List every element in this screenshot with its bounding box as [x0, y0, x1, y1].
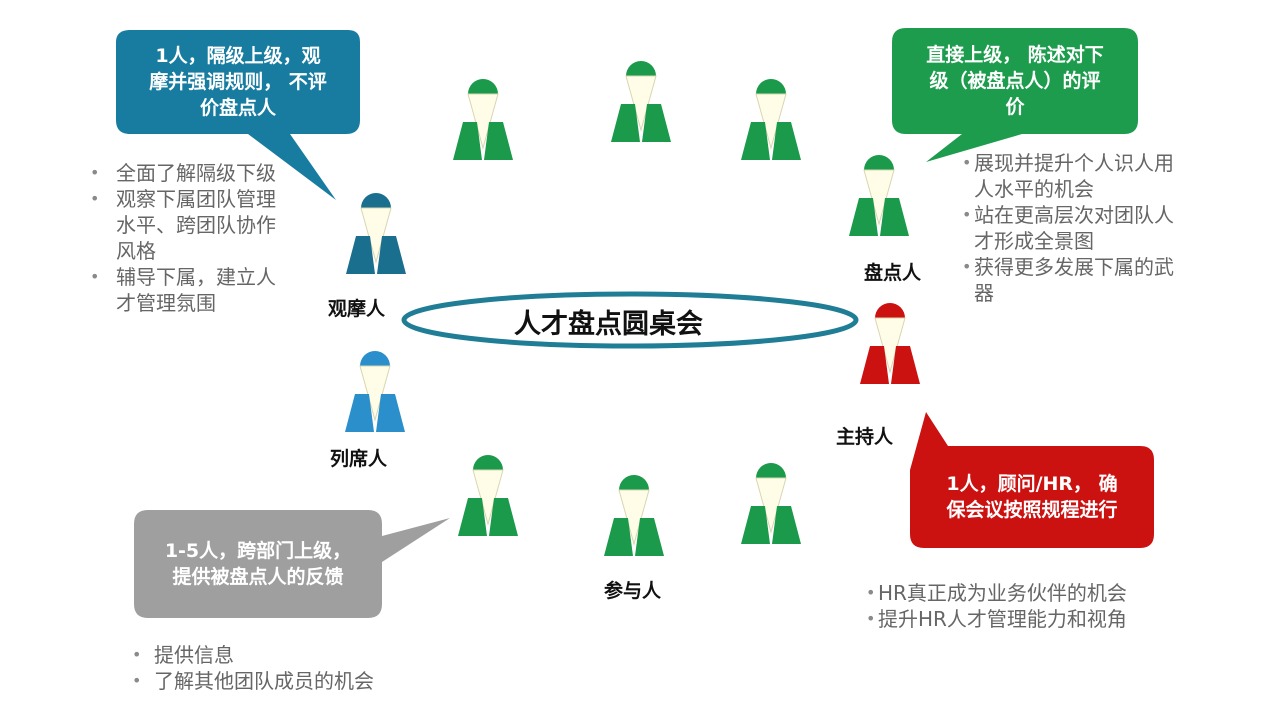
subject-bubble-text: 直接上级， 陈述对下 级（被盘点人）的评 价 [926, 44, 1104, 118]
observer-note: 辅导下属，建立人 才管理氛围 [82, 264, 322, 316]
observer-note: 全面了解隔级下级 [82, 160, 322, 186]
subject-label: 盘点人 [864, 262, 922, 284]
host-bubble: 1人，顾问/HR， 确 保会议按照规程进行 [912, 448, 1152, 546]
participant-person-icon [604, 475, 664, 556]
attendee-label: 列席人 [330, 448, 388, 470]
observer-bubble-text: 1人，隔级上级，观 摩并强调规则， 不评 价盘点人 [149, 45, 327, 119]
participant-person-icon [453, 79, 513, 160]
subject-person-icon [849, 155, 909, 236]
participant-person-icon [611, 61, 671, 142]
attendee-person-icon [345, 351, 405, 432]
subject-note: 展现并提升个人识人用 人水平的机会 [962, 150, 1222, 202]
participant-bubble-text: 1-5人，跨部门上级， 提供被盘点人的反馈 [164, 540, 352, 588]
subject-bubble: 直接上级， 陈述对下 级（被盘点人）的评 价 [894, 30, 1136, 132]
round-table-ellipse [401, 291, 859, 349]
participant-notes: 提供信息 了解其他团队成员的机会 [124, 642, 464, 694]
observer-person-icon [346, 193, 406, 274]
participant-person-icon [458, 455, 518, 536]
subject-note: 获得更多发展下属的武 器 [962, 254, 1222, 306]
subject-note: 站在更高层次对团队人 才形成全景图 [962, 202, 1222, 254]
participant-bubble: 1-5人，跨部门上级， 提供被盘点人的反馈 [136, 512, 380, 616]
host-notes: HR真正成为业务伙伴的机会 提升HR人才管理能力和视角 [866, 580, 1186, 632]
host-bubble-shape [910, 412, 1154, 548]
diagram-title: 人才盘点圆桌会 [514, 309, 703, 340]
participant-note: 了解其他团队成员的机会 [124, 668, 464, 694]
observer-notes: 全面了解隔级下级 观察下属团队管理 水平、跨团队协作 风格 辅导下属，建立人 才… [82, 160, 322, 316]
host-label: 主持人 [836, 426, 894, 448]
host-note: HR真正成为业务伙伴的机会 [866, 580, 1186, 606]
participant-label: 参与人 [604, 580, 662, 602]
host-note: 提升HR人才管理能力和视角 [866, 606, 1186, 632]
participant-person-icon [741, 463, 801, 544]
observer-label: 观摩人 [328, 298, 386, 320]
participant-note: 提供信息 [124, 642, 464, 668]
participant-person-icon [741, 79, 801, 160]
host-person-icon [860, 303, 920, 384]
observer-note: 观察下属团队管理 水平、跨团队协作 风格 [82, 186, 322, 264]
observer-bubble: 1人，隔级上级，观 摩并强调规则， 不评 价盘点人 [118, 32, 358, 132]
subject-notes: 展现并提升个人识人用 人水平的机会 站在更高层次对团队人 才形成全景图 获得更多… [962, 150, 1222, 306]
subject-bubble-shape [892, 28, 1138, 162]
host-bubble-text: 1人，顾问/HR， 确 保会议按照规程进行 [946, 473, 1118, 521]
person-figures [345, 61, 920, 556]
participant-bubble-shape [134, 510, 450, 618]
observer-bubble-shape [116, 30, 360, 200]
